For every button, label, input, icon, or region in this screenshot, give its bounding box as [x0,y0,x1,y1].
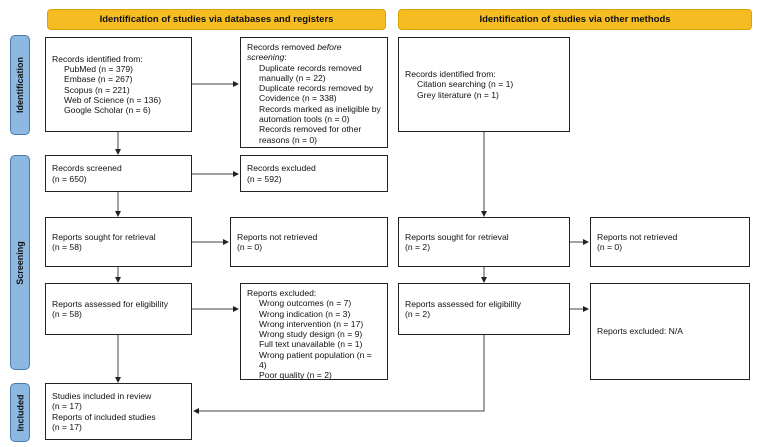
records-identified-box: Records identified from: PubMed (n = 379… [45,37,192,132]
other-reports-excluded-box: Reports excluded: N/A [590,283,750,380]
reports-assessed-box: Reports assessed for eligibility(n = 58) [45,283,192,335]
reports-sought-box: Reports sought for retrieval(n = 58) [45,217,192,267]
phase-identification: Identification [10,35,30,135]
header-other-methods: Identification of studies via other meth… [398,9,752,30]
records-screened-box: Records screened(n = 650) [45,155,192,192]
other-records-identified-box: Records identified from: Citation search… [398,37,570,132]
reports-excluded-box: Reports excluded: Wrong outcomes (n = 7)… [240,283,388,380]
other-not-retrieved-box: Reports not retrieved(n = 0) [590,217,750,267]
records-removed-box: Records removed before screening: Duplic… [240,37,388,148]
other-reports-assessed-box: Reports assessed for eligibility(n = 2) [398,283,570,335]
records-excluded-box: Records excluded(n = 592) [240,155,388,192]
other-reports-sought-box: Reports sought for retrieval(n = 2) [398,217,570,267]
reports-not-retrieved-box: Reports not retrieved(n = 0) [230,217,388,267]
header-databases: Identification of studies via databases … [47,9,386,30]
phase-screening: Screening [10,155,30,370]
phase-included: Included [10,383,30,442]
arrow [193,335,485,414]
studies-included-box: Studies included in review(n = 17)Report… [45,383,192,440]
